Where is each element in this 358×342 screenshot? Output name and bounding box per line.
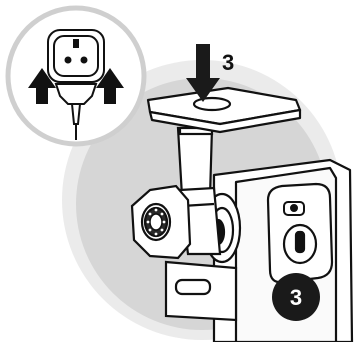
locking-ring [132,186,190,258]
arrow-step-label: 3 [222,50,234,75]
plug-inset-icon [8,8,144,144]
appliance-base [166,262,236,320]
badge-step-label: 3 [290,285,302,310]
reverse-switch [284,202,304,215]
step-badge: 3 [272,273,320,321]
power-socket-icon [48,30,104,82]
speed-knob [284,225,316,263]
